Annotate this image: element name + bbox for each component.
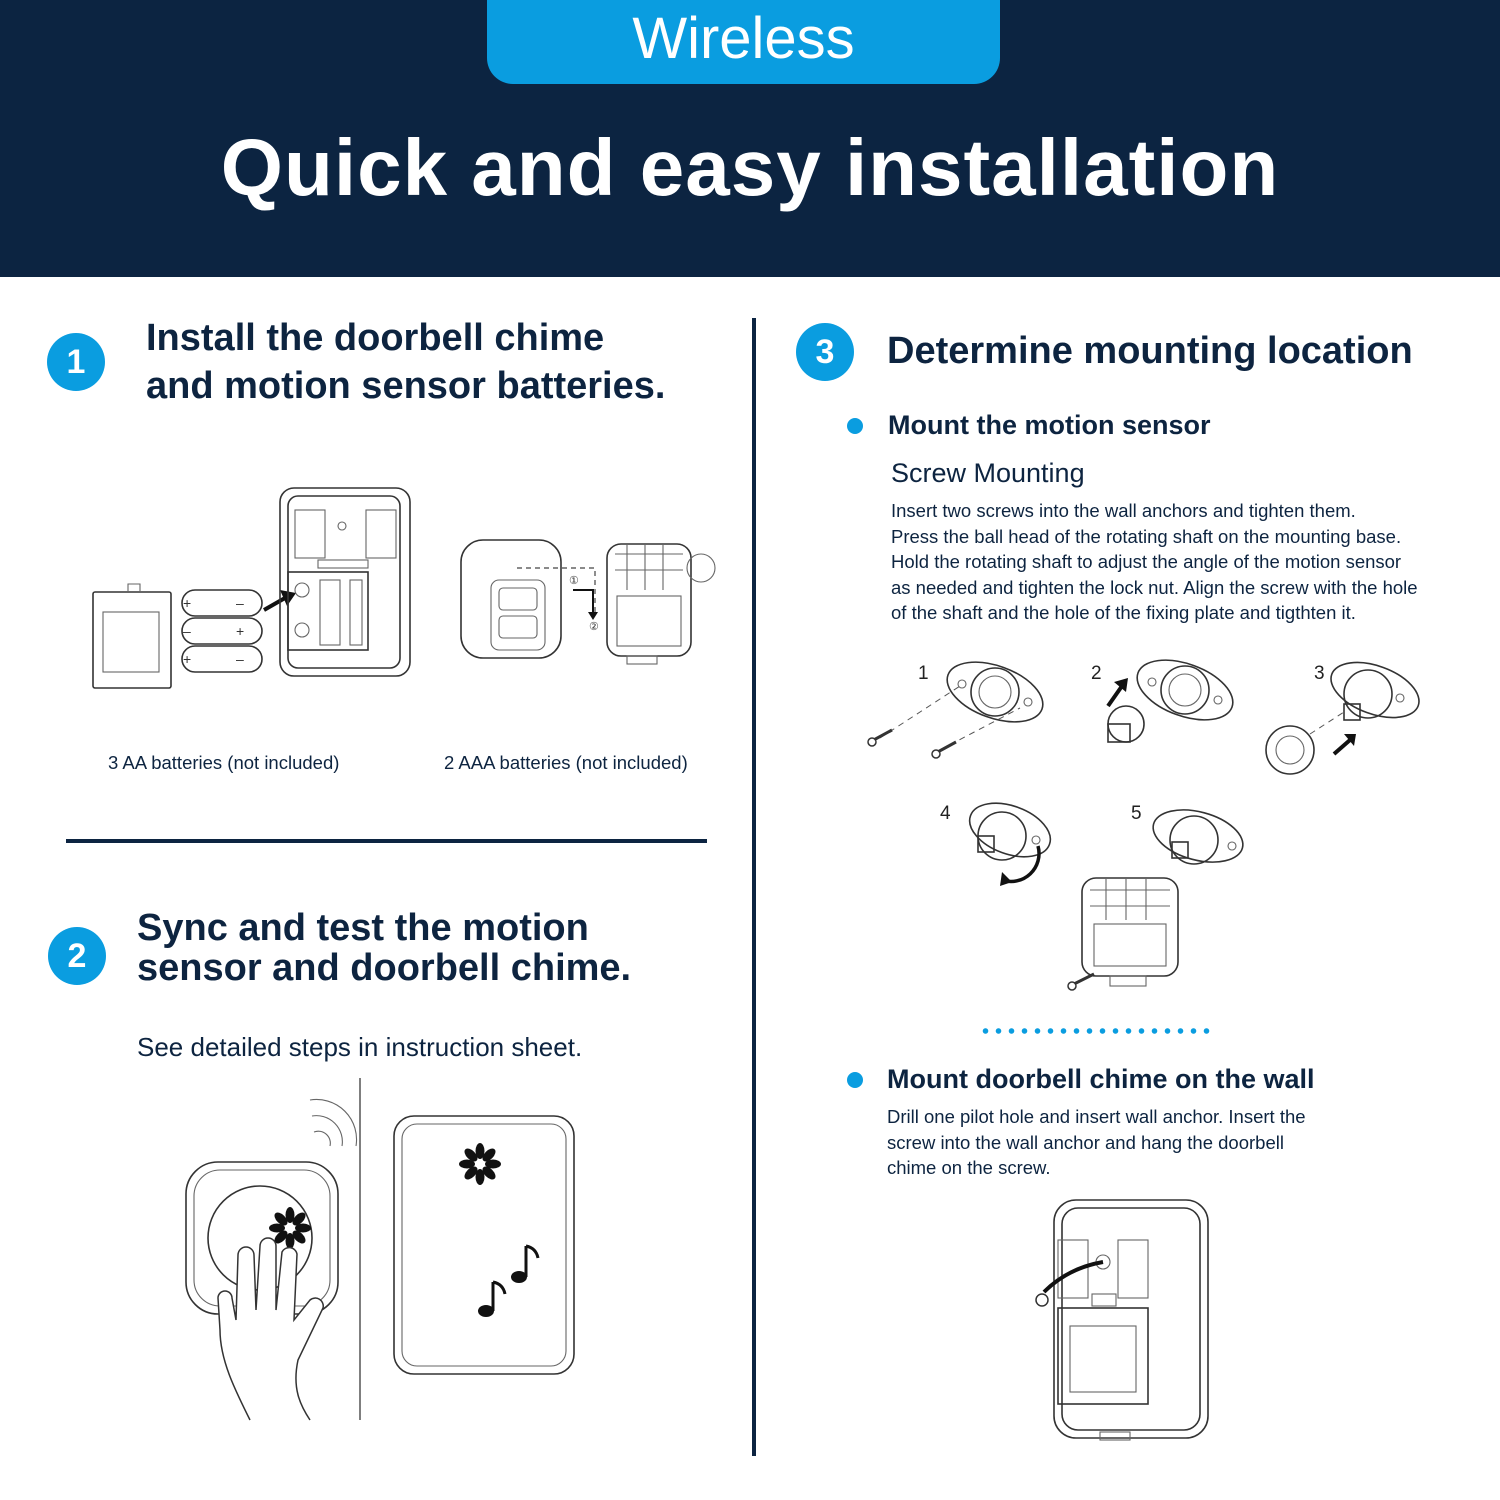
step-1-heading-line-1: Install the doorbell chime (146, 317, 605, 359)
mount-step-4-number: 4 (940, 803, 951, 824)
aa-batteries: + – – + + – (181, 589, 263, 673)
mount-step-2-number: 2 (1091, 663, 1102, 684)
svg-text:–: – (236, 651, 244, 667)
page-title: Quick and easy installation (220, 123, 1280, 212)
mount-step-2-drawing (1106, 659, 1234, 743)
mount-step-4-drawing (968, 802, 1052, 886)
sensor-heading: Mount the motion sensor (888, 410, 1211, 440)
aa-battery-illustration: + – – + + – (92, 487, 411, 689)
step-2-heading-line-2: sensor and doorbell chime. (137, 947, 632, 989)
step-2-badge: 2 (48, 927, 106, 985)
hand-icon (217, 1237, 324, 1421)
chime-instructions: Drill one pilot hole and insert wall anc… (887, 1104, 1306, 1181)
mount-step-1-number: 1 (918, 663, 929, 684)
step-1-badge: 1 (47, 333, 105, 391)
callout-2: ② (589, 621, 599, 633)
step-3-badge: 3 (796, 323, 854, 381)
step-2-heading-line-1: Sync and test the motion (137, 907, 589, 949)
step-1-heading: Install the doorbell chime and motion se… (146, 314, 665, 410)
mount-step-5-drawing (1067, 809, 1244, 991)
svg-text:–: – (183, 623, 191, 639)
svg-text:+: + (183, 595, 191, 611)
motion-sensor-mounting-steps (867, 659, 1420, 991)
mount-step-3-drawing (1265, 661, 1420, 775)
screw-mounting-subheading: Screw Mounting (891, 458, 1085, 488)
sound-waves-icon (309, 1098, 358, 1147)
chime-wall-mount-illustration (1035, 1199, 1209, 1441)
arrow-icon (1114, 678, 1128, 692)
sensor-line-2: Press the ball head of the rotating shaf… (891, 525, 1402, 547)
svg-text:+: + (236, 623, 244, 639)
screw-icon (867, 728, 957, 759)
sensor-line-3: Hold the rotating shaft to adjust the an… (891, 551, 1402, 572)
sensor-line-4: as needed and tighten the lock nut. Alig… (891, 576, 1418, 598)
bullet-sensor (847, 418, 863, 434)
sensor-instructions: Insert two screws into the wall anchors … (891, 498, 1418, 626)
wireless-tab: Wireless (487, 0, 1000, 84)
step-1-heading-line-2: and motion sensor batteries. (146, 365, 666, 407)
step-3-heading: Determine mounting location (887, 330, 1413, 372)
chime-snowflake-icon (459, 1143, 501, 1185)
mount-step-5-number: 5 (1131, 803, 1142, 824)
chime-heading: Mount doorbell chime on the wall (887, 1064, 1315, 1094)
chime-line-3: chime on the screw. (887, 1157, 1051, 1178)
svg-text:–: – (236, 595, 244, 611)
music-notes-icon (478, 1244, 540, 1317)
caption-aa-batteries: 3 AA batteries (not included) (108, 752, 340, 773)
step-2-heading: Sync and test the motion sensor and door… (137, 908, 631, 988)
chime-line-2: screw into the wall anchor and hang the … (887, 1131, 1284, 1153)
sync-test-illustration (185, 1078, 575, 1421)
mount-step-1-drawing (867, 661, 1044, 759)
bullet-chime (847, 1072, 863, 1088)
svg-text:+: + (183, 651, 191, 667)
snowflake-icon (269, 1207, 311, 1249)
mount-step-3-number: 3 (1314, 663, 1325, 684)
horizontal-divider (66, 839, 707, 843)
step-2-note: See detailed steps in instruction sheet. (137, 1032, 583, 1062)
sensor-line-5: of the shaft and the hole of the fixing … (891, 602, 1356, 623)
aaa-battery-illustration: ① ② (460, 539, 716, 665)
dotted-separator (979, 1028, 1215, 1034)
sensor-line-1: Insert two screws into the wall anchors … (891, 500, 1356, 521)
vertical-divider (752, 318, 756, 1456)
chime-line-1: Drill one pilot hole and insert wall anc… (887, 1106, 1306, 1127)
callout-1: ① (569, 575, 579, 587)
caption-aaa-batteries: 2 AAA batteries (not included) (444, 752, 688, 773)
